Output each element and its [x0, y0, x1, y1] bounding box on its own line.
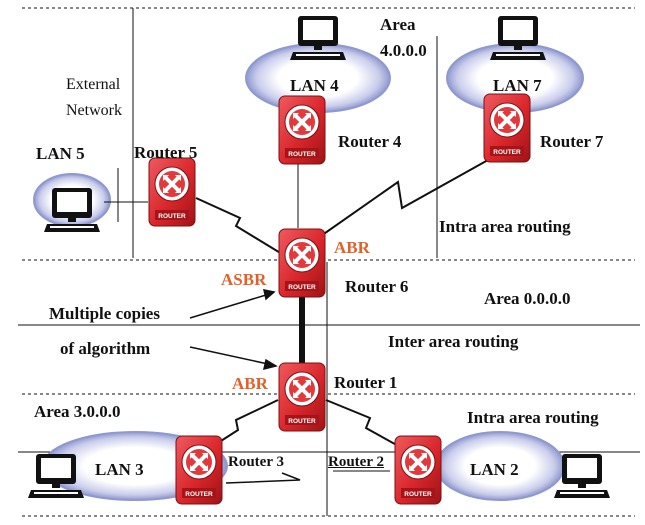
router4-badge: ROUTER [288, 151, 316, 158]
router1-label: Router 1 [334, 373, 398, 392]
lan7-label: LAN 7 [493, 76, 542, 95]
area3-label: Area 3.0.0.0 [34, 402, 121, 421]
abr-label-router1: ABR [232, 374, 268, 393]
external-label-line1: External [66, 76, 121, 93]
external-label-line2: Network [66, 102, 122, 119]
area-boundaries [22, 7, 635, 517]
router6-label: Router 6 [345, 277, 409, 296]
router-badges: ROUTER ROUTER ROUTER ROUTER ROUTER ROUTE… [158, 149, 521, 498]
inter-area-routing: Inter area routing [388, 332, 519, 351]
router5-badge: ROUTER [158, 213, 186, 220]
lan5-computer-icon [44, 188, 100, 232]
lan7-computer-icon [490, 16, 546, 60]
router2-label: Router 2 [328, 454, 384, 470]
area4-label-line2: 4.0.0.0 [380, 41, 427, 60]
link-router5-router6 [195, 197, 283, 255]
router3-label: Router 3 [228, 454, 284, 470]
router2-badge: ROUTER [404, 491, 432, 498]
intra-area-routing-top: Intra area routing [439, 217, 571, 236]
area4-label-line1: Area [380, 15, 416, 34]
lan3-label: LAN 3 [95, 460, 144, 479]
router7-badge: ROUTER [493, 149, 521, 156]
note-arrows [189, 289, 278, 371]
lan2-label: LAN 2 [470, 460, 519, 479]
link-router6-router7 [317, 159, 489, 239]
link-router3-router2 [225, 472, 301, 484]
router7-label: Router 7 [540, 132, 604, 151]
lan3-computer-icon [28, 454, 84, 498]
links [104, 159, 489, 484]
abr-label-router6: ABR [334, 238, 370, 257]
intra-area-routing-bottom: Intra area routing [467, 408, 599, 427]
router5-label: Router 5 [134, 143, 198, 162]
router1-badge: ROUTER [288, 418, 316, 425]
link-router1-router2 [325, 399, 403, 449]
link-router1-router3 [209, 399, 279, 449]
multiple-copies-note: Multiple copies [49, 304, 160, 323]
lan4-label: LAN 4 [290, 76, 339, 95]
asbr-label: ASBR [221, 270, 267, 289]
router3-badge: ROUTER [185, 491, 213, 498]
router4-label: Router 4 [338, 132, 402, 151]
area0-label: Area 0.0.0.0 [484, 289, 571, 308]
lan4-computer-icon [290, 16, 346, 60]
router6-badge: ROUTER [288, 284, 316, 291]
lan2-computer-icon [554, 454, 610, 498]
of-algorithm-note: of algorithm [60, 339, 151, 358]
lan5-label: LAN 5 [36, 144, 85, 163]
